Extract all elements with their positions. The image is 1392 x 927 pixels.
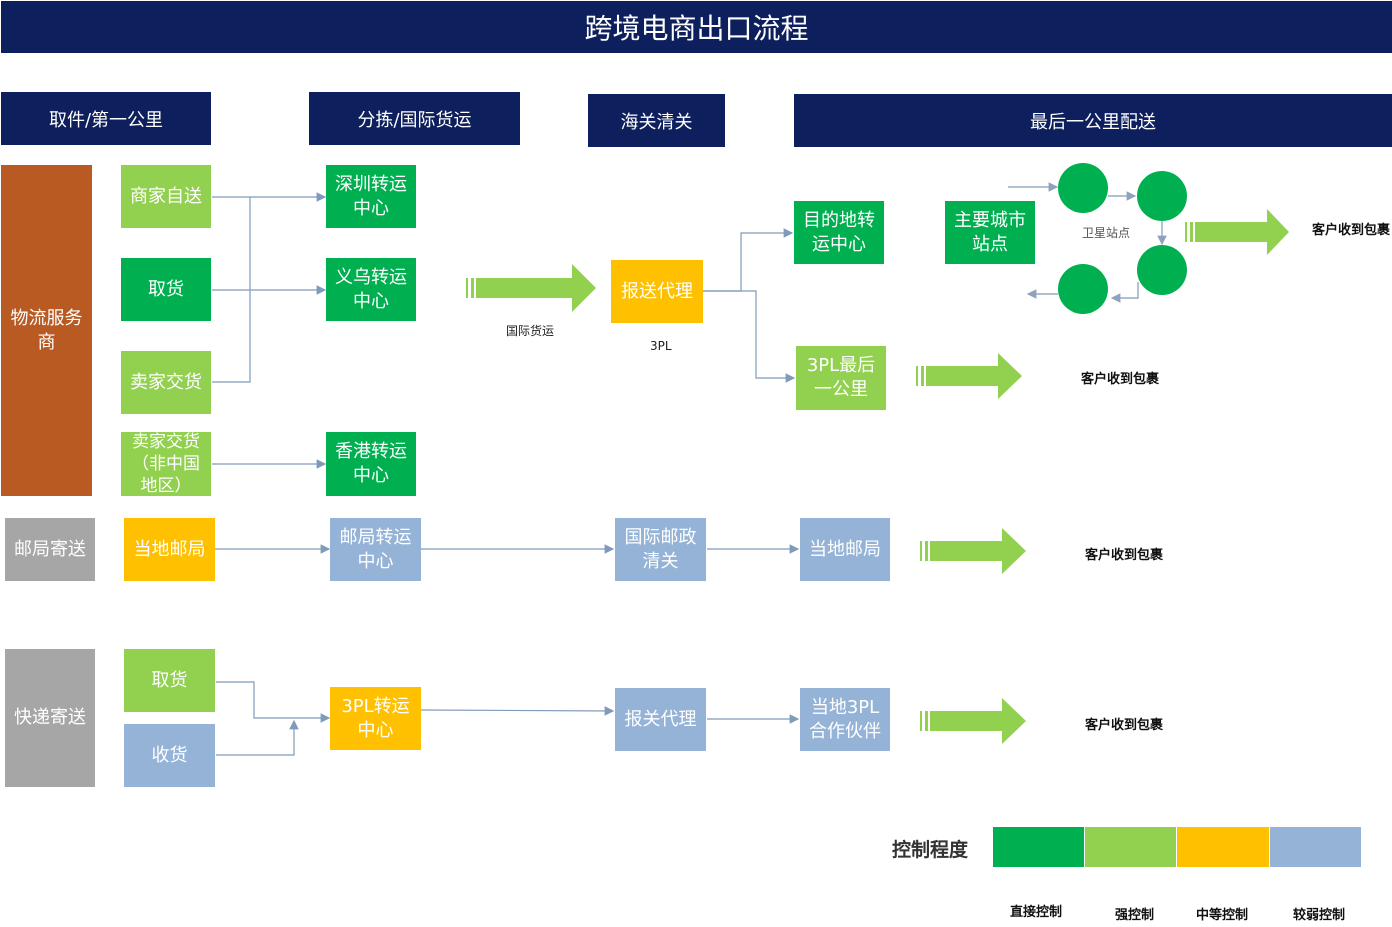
- merchant-self-delivery-box: 商家自送: [121, 165, 211, 228]
- destination-post-office-box: 当地邮局: [800, 518, 890, 581]
- delivery-arrow-icon: [916, 353, 1022, 399]
- legend-title: 控制程度: [892, 839, 969, 861]
- 3pl-last-mile-box: 3PL最后一公里: [796, 346, 886, 410]
- hongkong-transfer-center-box: 香港转运中心: [326, 432, 416, 496]
- delivery-arrow-icon: [920, 528, 1026, 574]
- customer-received-label: 客户收到包裹: [1085, 548, 1164, 563]
- satellite-node: [1058, 264, 1108, 314]
- seller-handover-non-china-box: 卖家交货（非中国地区）: [121, 432, 211, 496]
- intl-freight-arrow-icon: [466, 264, 596, 312]
- express-pickup-box: 取货: [124, 649, 215, 712]
- legend-swatch-direct: [993, 827, 1084, 867]
- post-transfer-center-box: 邮局转运中心: [330, 518, 421, 581]
- delivery-arrow-icon: [1185, 209, 1289, 255]
- yiwu-transfer-center-box: 义乌转运中心: [326, 258, 416, 321]
- satellite-node: [1137, 171, 1187, 221]
- local-post-office-box: 当地邮局: [124, 518, 215, 581]
- legend-swatch-weak: [1270, 827, 1361, 867]
- intl-freight-label: 国际货运: [506, 324, 555, 338]
- header-first-mile: 取件/第一公里: [1, 92, 211, 145]
- page-title: 跨境电商出口流程: [1, 1, 1392, 53]
- legend-swatch-medium: [1177, 827, 1269, 867]
- express-receive-box: 收货: [124, 724, 215, 787]
- satellite-node: [1058, 163, 1108, 213]
- customer-received-label: 客户收到包裹: [1081, 372, 1160, 387]
- row-label-logistics: 物流服务商: [1, 165, 92, 496]
- customer-received-label: 客户收到包裹: [1085, 718, 1164, 733]
- destination-transfer-center-box: 目的地转运中心: [794, 201, 884, 264]
- row-label-express: 快递寄送: [5, 649, 95, 787]
- legend-swatch-strong: [1085, 827, 1176, 867]
- local-3pl-partner-box: 当地3PL合作伙伴: [800, 688, 890, 751]
- legend-label-weak: 较弱控制: [1293, 908, 1346, 923]
- delivery-arrow-icon: [920, 698, 1026, 744]
- pickup-box: 取货: [121, 258, 211, 321]
- broker-3pl-label: 3PL: [650, 339, 672, 353]
- seller-handover-box: 卖家交货: [121, 351, 211, 414]
- row-label-postal: 邮局寄送: [5, 518, 95, 581]
- major-city-station-box: 主要城市站点: [945, 201, 1035, 264]
- header-customs: 海关清关: [588, 94, 725, 147]
- broker-agent-box: 报送代理: [611, 260, 703, 323]
- legend-label-direct: 直接控制: [1010, 905, 1063, 920]
- shenzhen-transfer-center-box: 深圳转运中心: [326, 165, 416, 228]
- header-sorting: 分拣/国际货运: [309, 92, 520, 145]
- 3pl-transfer-center-box: 3PL转运中心: [330, 687, 421, 750]
- satellite-station-label: 卫星站点: [1082, 226, 1131, 240]
- customer-received-label: 客户收到包裹: [1312, 223, 1391, 238]
- header-last-mile: 最后一公里配送: [794, 94, 1392, 147]
- legend-label-medium: 中等控制: [1196, 908, 1249, 923]
- legend-label-strong: 强控制: [1115, 908, 1155, 923]
- customs-broker-box: 报关代理: [615, 688, 706, 751]
- intl-postal-clearance-box: 国际邮政清关: [615, 518, 706, 581]
- satellite-node: [1137, 245, 1187, 295]
